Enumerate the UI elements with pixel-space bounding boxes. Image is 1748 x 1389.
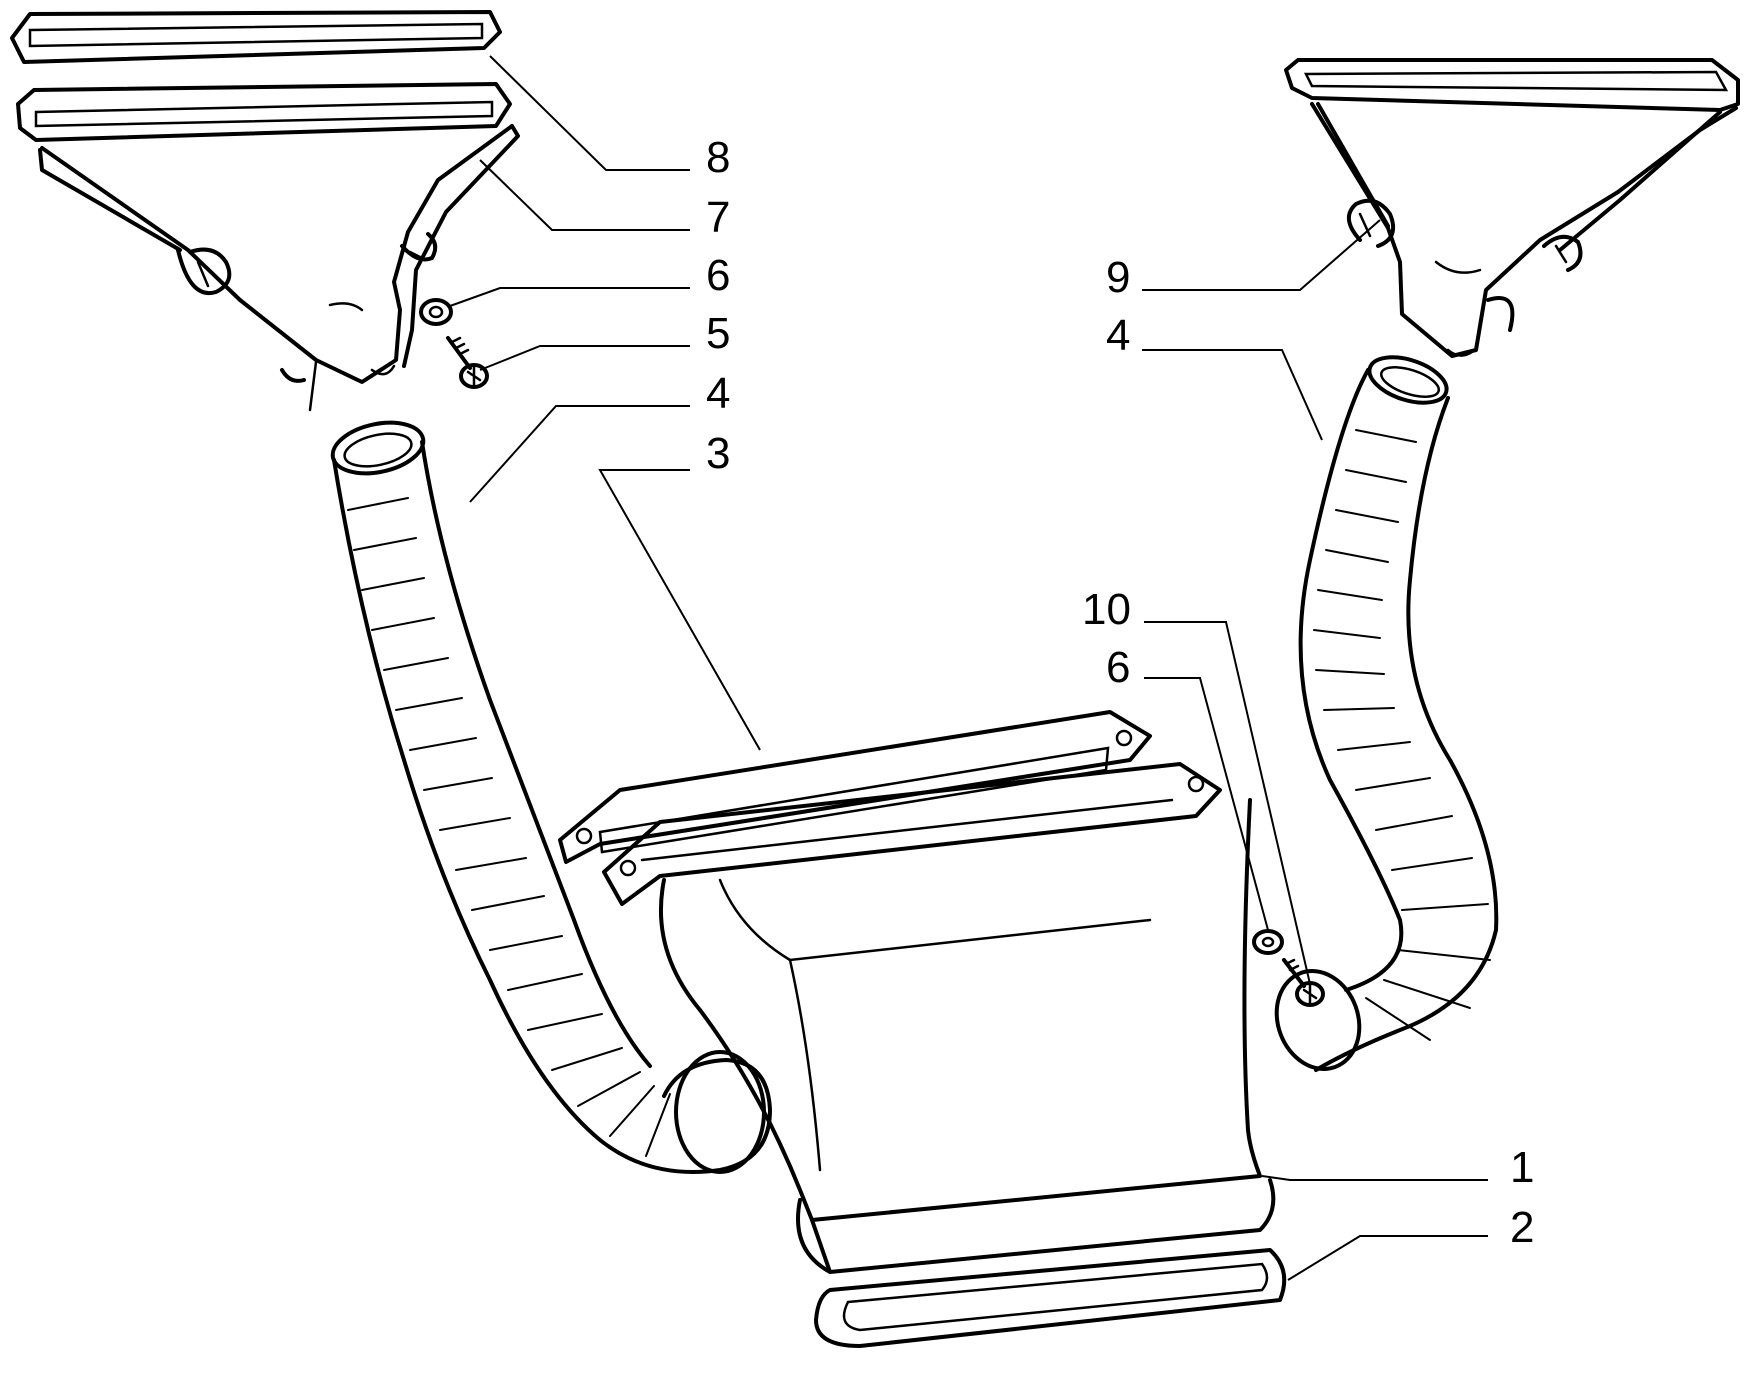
- callout-7: 7: [706, 193, 730, 242]
- callout-4-left: 4: [706, 369, 730, 418]
- leader-7: [479, 159, 690, 231]
- callout-labels: 8 7 6 5 4 3 9 4 10 6 1 2: [706, 133, 1534, 1252]
- leader-9: [1142, 219, 1381, 291]
- right-vent-outlet-body: [1310, 102, 1738, 358]
- callout-2: 2: [1510, 1203, 1534, 1252]
- left-vent-screw: [446, 336, 489, 389]
- distributor-flange: [602, 762, 1222, 906]
- callout-8: 8: [706, 133, 730, 182]
- left-hose: [330, 420, 772, 1174]
- leader-6-right: [1144, 677, 1269, 931]
- callout-3: 3: [706, 429, 730, 478]
- callout-5: 5: [706, 309, 730, 358]
- callout-10: 10: [1082, 585, 1131, 634]
- callout-6-right: 6: [1106, 643, 1130, 692]
- leader-2: [1287, 1235, 1488, 1281]
- callout-6-left: 6: [706, 251, 730, 300]
- right-vent-grille: [1284, 58, 1740, 112]
- right-hose-ribs: [1313, 429, 1491, 1041]
- distributor-washer: [1252, 929, 1284, 955]
- left-vent-gasket: [10, 10, 502, 64]
- left-vent-washer: [419, 298, 453, 326]
- leader-3: [598, 469, 761, 751]
- left-vent-grille: [16, 82, 512, 142]
- callout-1: 1: [1510, 1143, 1534, 1192]
- leader-1: [1261, 1175, 1488, 1181]
- right-hose: [1274, 355, 1499, 1072]
- callout-9: 9: [1106, 253, 1130, 302]
- leader-8: [489, 55, 690, 171]
- leader-10: [1144, 621, 1311, 985]
- top-gasket: [558, 710, 1152, 864]
- left-hose-ribs: [347, 497, 671, 1157]
- distributor-screw: [1282, 958, 1325, 1007]
- leader-4-left: [469, 405, 690, 503]
- distributor-body: [658, 798, 1276, 1274]
- bottom-gasket: [814, 1248, 1287, 1348]
- leader-5: [479, 345, 690, 371]
- leader-6-left: [449, 287, 690, 307]
- callout-4-right: 4: [1106, 311, 1130, 360]
- leader-4-right: [1142, 349, 1323, 441]
- left-vent-outlet-body: [38, 124, 520, 412]
- leader-lines: [449, 55, 1488, 1281]
